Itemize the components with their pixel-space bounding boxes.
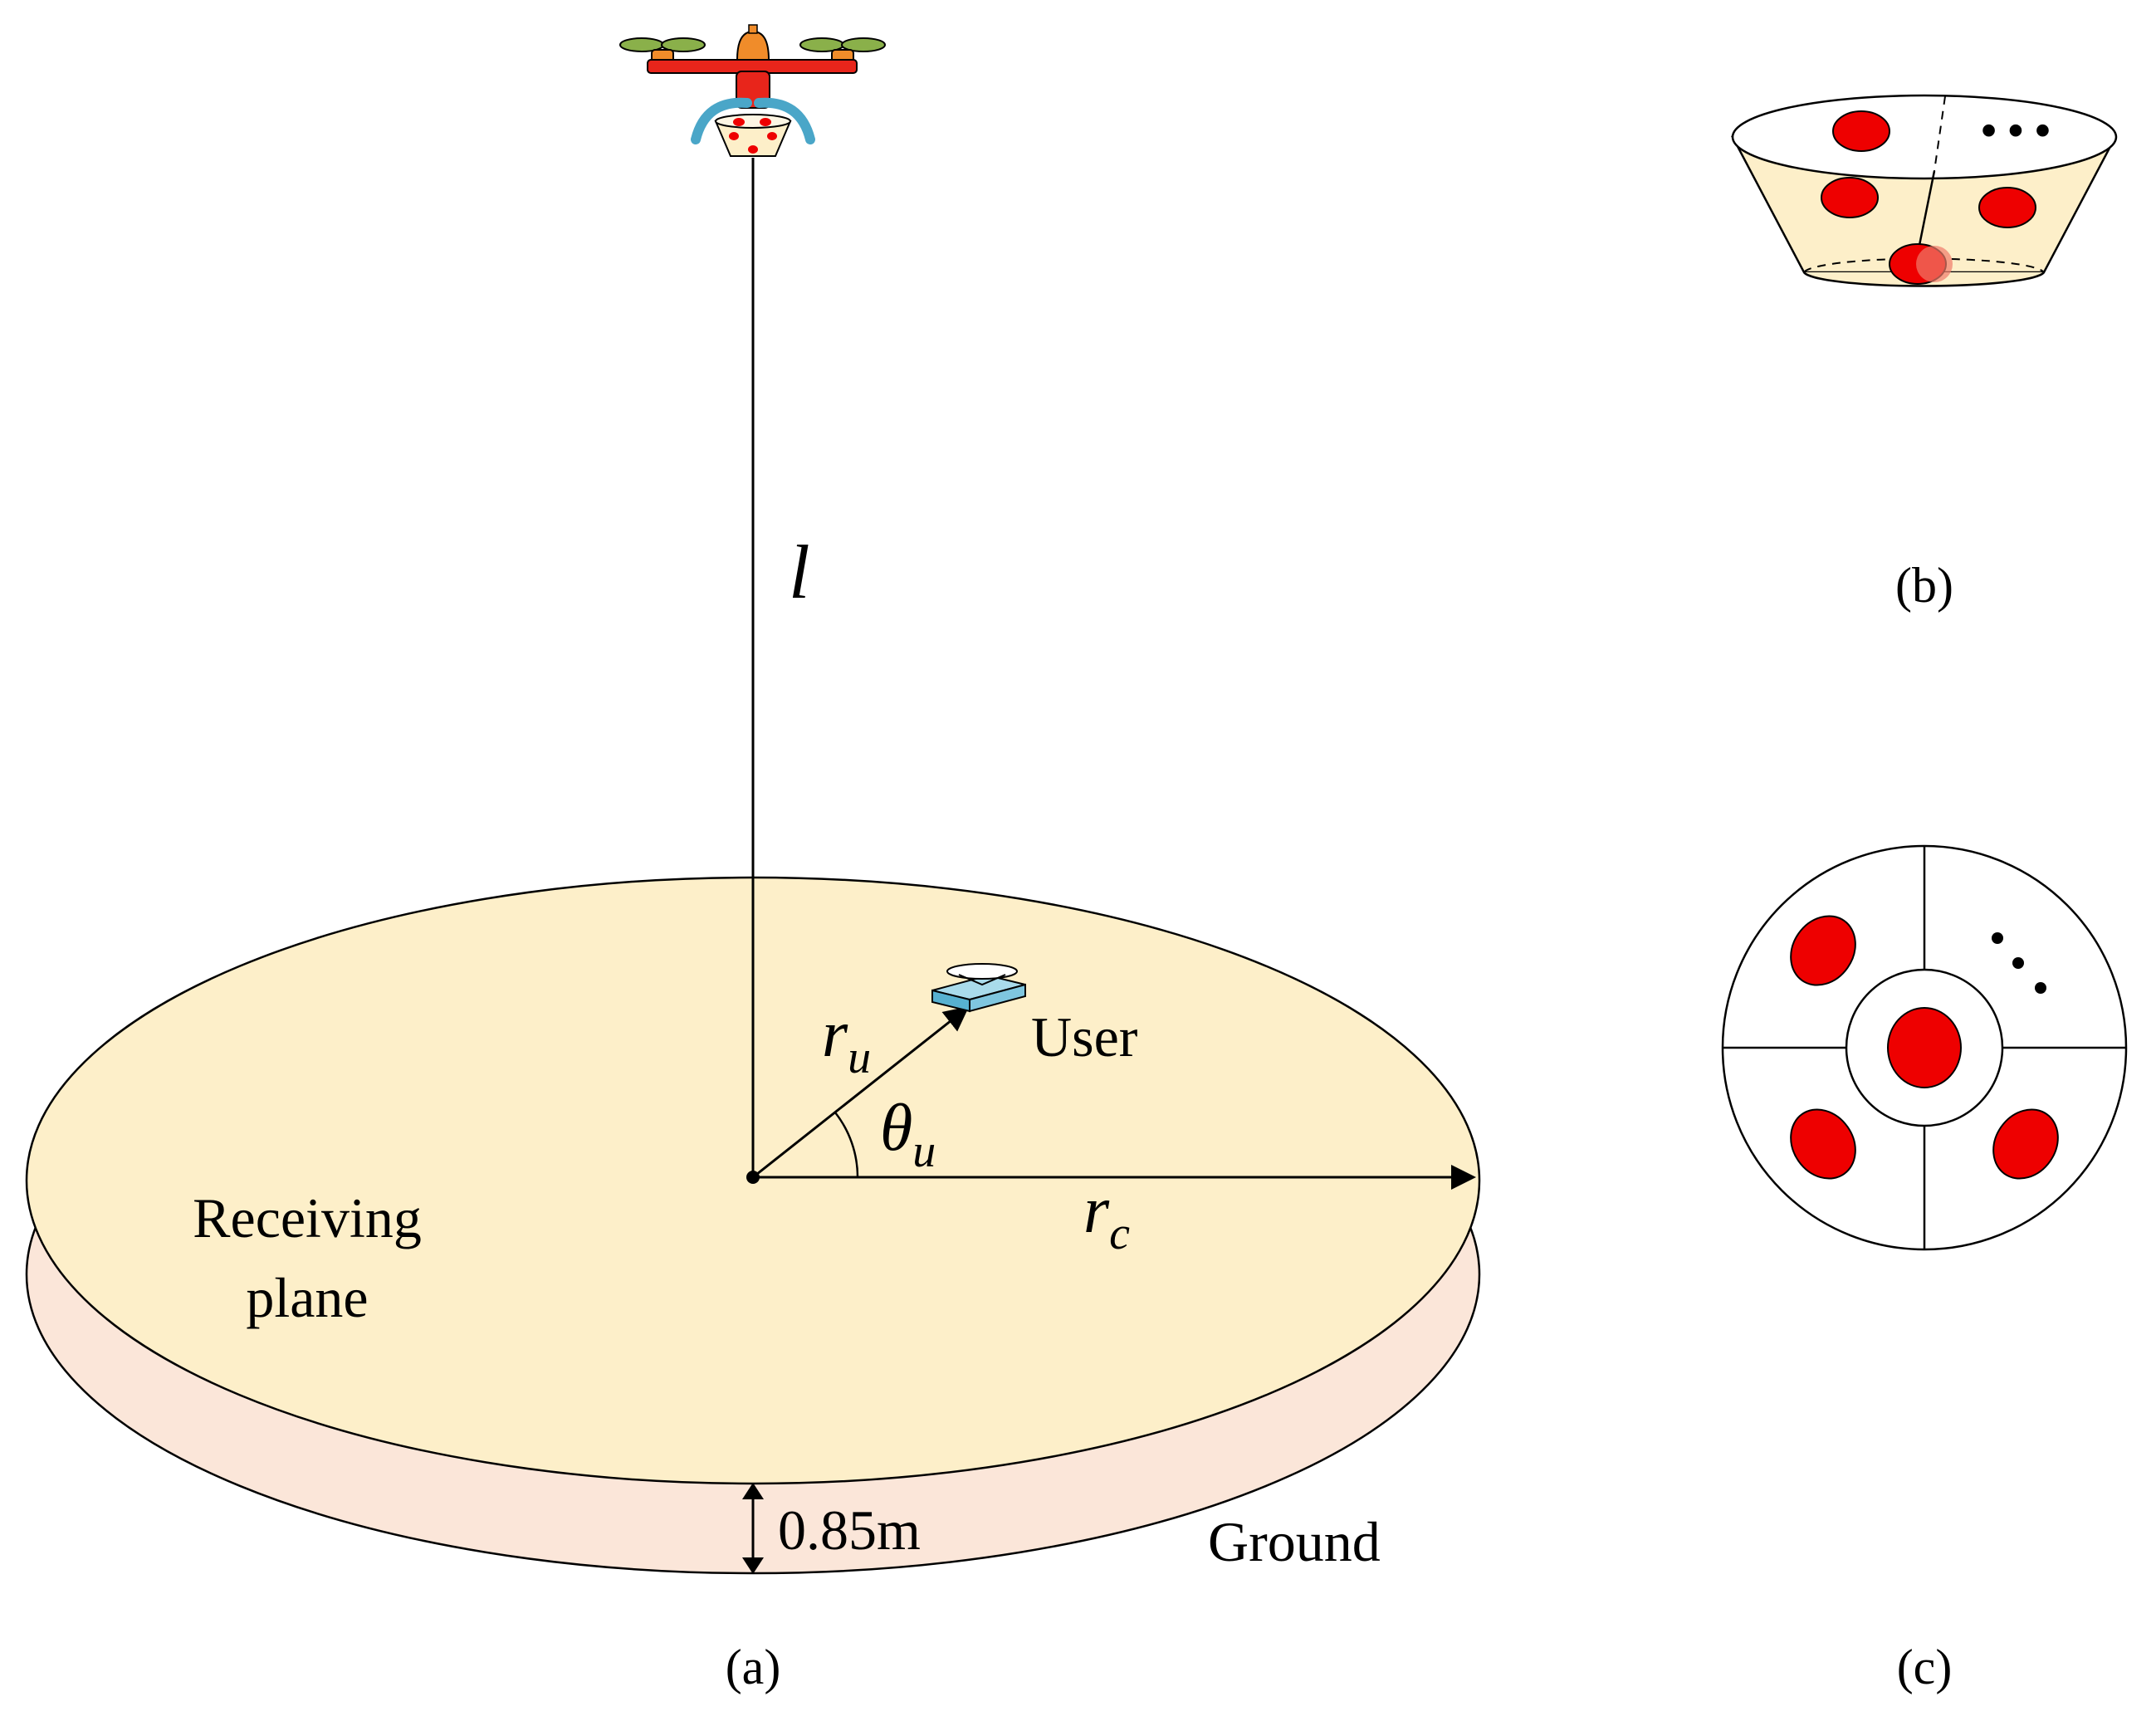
height-indicator <box>742 1483 764 1574</box>
led-chip <box>1992 1108 2059 1180</box>
panel-b-caption: (b) <box>1895 558 1953 613</box>
panel-b-ellipsis: • • • <box>1981 105 2051 155</box>
user-label: User <box>1031 1005 1138 1068</box>
led-chip <box>1887 1007 1962 1088</box>
cable-length-label: l <box>789 530 810 614</box>
panel-a: l User ru θu rc Receiving plane 0.85m Gr… <box>25 24 1481 1694</box>
panel-c: (c) <box>1721 844 2128 1694</box>
panel-c-caption: (c) <box>1897 1640 1953 1694</box>
cell-radius-label: rc <box>1083 1174 1130 1259</box>
user-radius-arrow <box>752 1006 970 1179</box>
lamp-top-rim <box>1731 94 2118 180</box>
user-receiver-icon <box>931 963 1026 1013</box>
uav-drone-icon <box>619 24 886 157</box>
led-chip <box>1790 915 1856 986</box>
angle-arc <box>834 1112 859 1178</box>
led-chip <box>1978 187 2036 228</box>
led-chip <box>1821 177 1879 218</box>
led-chip <box>1790 1108 1856 1180</box>
panel-b: • • • (b) <box>1730 94 2118 613</box>
height-label: 0.85m <box>778 1499 921 1562</box>
panel-c-ellipsis <box>1992 932 2046 994</box>
receiving-plane-label-line2: plane <box>246 1266 368 1329</box>
user-radius-label: ru <box>822 998 871 1083</box>
panel-a-caption: (a) <box>726 1640 781 1694</box>
receiving-plane-label-line1: Receiving <box>193 1186 422 1249</box>
led-chip <box>1832 110 1890 152</box>
ground-label: Ground <box>1208 1510 1381 1573</box>
user-angle-label: θu <box>880 1092 936 1177</box>
